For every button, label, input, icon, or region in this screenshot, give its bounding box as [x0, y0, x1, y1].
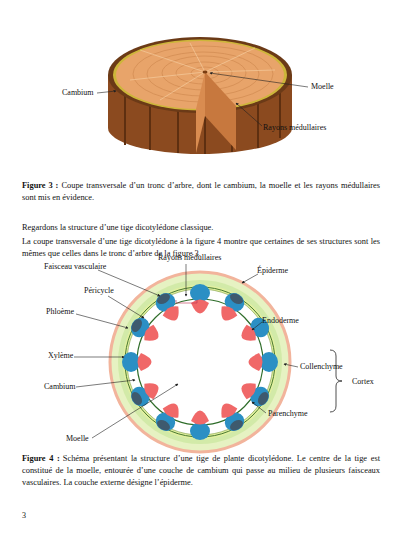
part-label: Phloème — [46, 307, 74, 316]
part-label: Moelle — [311, 82, 334, 91]
part-label: Cortex — [352, 377, 374, 387]
part-label: Rayons médullaires — [158, 253, 221, 263]
part-label: Phloème — [46, 307, 74, 317]
figure-caption: Figure 3 :Coupe transversale d’un tronc … — [22, 180, 380, 204]
vascular-bundle — [249, 352, 279, 372]
part-label: Parenchyme — [268, 409, 308, 418]
fig4-leaders — [74, 264, 342, 438]
pith-dot — [203, 71, 208, 74]
stem-section — [110, 272, 290, 452]
part-label: Xylème — [48, 351, 73, 360]
figure-caption: Figure 4 :Schéma présentant la structure… — [22, 453, 380, 489]
part-label: Xylème — [48, 351, 73, 361]
body-text: Regardons la structure d’une tige dicoty… — [22, 223, 213, 232]
collenchyme — [118, 280, 282, 444]
cut-face-left — [196, 72, 205, 153]
part-label: Épiderme — [257, 266, 288, 276]
part-label: Cambium — [62, 88, 94, 97]
figure-number: Figure 3 : — [22, 181, 58, 190]
part-label: Cambium — [44, 382, 76, 392]
phloem-caps — [129, 291, 270, 432]
part-label: Rayons médullaires — [263, 123, 326, 133]
part-label: Endoderme — [262, 316, 299, 326]
part-label: Faisceau vasculaire — [44, 262, 106, 271]
figure-number: Figure 4 : — [22, 454, 60, 463]
part-label: Cambium — [44, 382, 76, 391]
parenchyme — [123, 285, 277, 439]
cortex-brace — [330, 350, 342, 412]
part-label: Cortex — [352, 377, 374, 386]
part-label: Parenchyme — [268, 409, 308, 419]
part-label: Endoderme — [262, 316, 299, 325]
cambium-ring — [137, 299, 263, 425]
part-label: Cambium — [62, 88, 94, 98]
part-label: Moelle — [66, 434, 89, 443]
fig3-leaders — [97, 73, 308, 126]
part-label: Collenchyme — [300, 362, 343, 372]
figure-caption: Coupe transversale d’un tronc d’arbre, d… — [22, 181, 380, 202]
part-label: Collenchyme — [300, 362, 343, 371]
body-text: Regardons la structure d’une tige dicoty… — [22, 222, 380, 234]
vascular-bundle — [190, 284, 210, 314]
tree-trunk — [108, 37, 292, 154]
part-label: Péricycle — [84, 286, 114, 295]
vascular-bundle — [122, 352, 152, 372]
vascular-bundle — [237, 378, 273, 410]
epidermis — [110, 272, 290, 452]
vascular-bundle — [190, 411, 210, 441]
page-number: 3 — [22, 511, 26, 520]
cut-face-right — [205, 72, 236, 150]
part-label: Faisceau vasculaire — [44, 262, 106, 272]
vascular-bundle — [216, 289, 248, 325]
figure-caption: Schéma présentant la structure d’une tig… — [22, 454, 380, 487]
vascular-bundle — [216, 399, 248, 435]
part-label: Moelle — [66, 434, 89, 444]
part-label: Rayons médullaires — [158, 253, 221, 262]
part-label: Péricycle — [84, 286, 114, 296]
part-label: Rayons médullaires — [263, 123, 326, 132]
part-label: Épiderme — [257, 266, 288, 275]
vascular-bundle — [127, 314, 163, 346]
vascular-bundle — [152, 399, 184, 435]
page-number: 3 — [22, 511, 26, 521]
part-label: Moelle — [311, 82, 334, 92]
